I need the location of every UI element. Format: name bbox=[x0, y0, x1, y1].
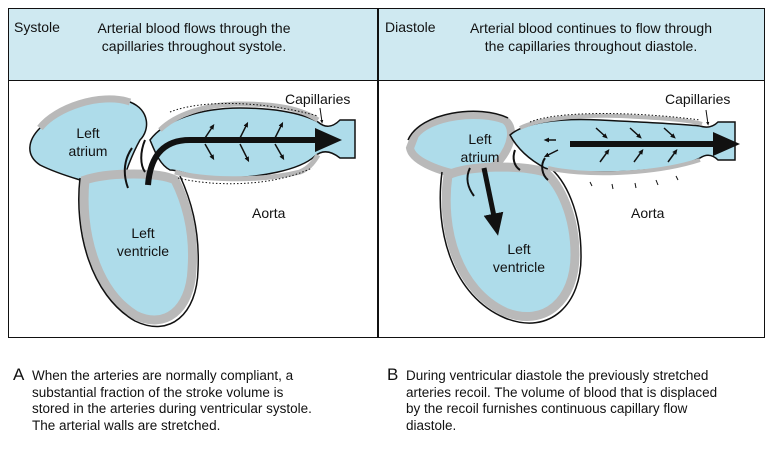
diastole-label-left-atrium: Left atrium bbox=[452, 130, 508, 166]
diastole-label-capillaries: Capillaries bbox=[665, 91, 731, 107]
caption-a: When the arteries are normally compliant… bbox=[32, 368, 362, 434]
systole-left-ventricle bbox=[79, 169, 198, 325]
diastole-title: Diastole bbox=[385, 19, 436, 35]
caption-b-letter: B bbox=[387, 365, 399, 384]
diastole-ventricle-line2: ventricle bbox=[492, 259, 546, 275]
systole-atrium-line1: Left bbox=[76, 125, 100, 141]
figure-frame bbox=[8, 8, 765, 338]
panel-divider bbox=[377, 8, 379, 338]
systole-desc-line2: capillaries throughout systole. bbox=[101, 38, 287, 54]
systole-label-aorta: Aorta bbox=[252, 205, 286, 221]
diastole-label-left-ventricle: Left ventricle bbox=[484, 240, 554, 276]
systole-diagram bbox=[29, 95, 356, 328]
caption-a-line: The arterial walls are stretched. bbox=[32, 417, 221, 433]
diastole-atrium-line1: Left bbox=[468, 131, 492, 147]
caption-b-line: During ventricular diastole the previous… bbox=[406, 368, 709, 383]
systole-ventricle-line2: ventricle bbox=[116, 243, 170, 259]
diastole-atrium-line2: atrium bbox=[460, 149, 500, 165]
diastole-desc-line2: the capillaries throughout diastole. bbox=[484, 38, 698, 54]
caption-b-line: arteries recoil. The volume of blood tha… bbox=[406, 384, 718, 400]
diastole-ventricle-line1: Left bbox=[507, 241, 531, 257]
diastole-diagram bbox=[405, 109, 740, 324]
diastole-left-atrium bbox=[405, 111, 515, 180]
caption-b-line: by the recoil furnishes continuous capil… bbox=[406, 401, 688, 416]
systole-description: Arterial blood flows through the capilla… bbox=[64, 19, 324, 55]
systole-atrium-line2: atrium bbox=[68, 143, 108, 159]
systole-label-left-atrium: Left atrium bbox=[60, 124, 116, 160]
caption-a-letter: A bbox=[13, 365, 25, 384]
caption-b-line: diastole. bbox=[406, 417, 457, 433]
diastole-header: Diastole Arterial blood continues to flo… bbox=[379, 9, 764, 81]
caption-a-line: stored in the arteries during ventricula… bbox=[32, 401, 312, 416]
systole-ventricle-line1: Left bbox=[131, 225, 155, 241]
diastole-left-ventricle bbox=[441, 162, 580, 321]
systole-label-capillaries: Capillaries bbox=[285, 91, 351, 107]
systole-title: Systole bbox=[14, 19, 60, 35]
diastole-description: Arterial blood continues to flow through… bbox=[441, 19, 741, 55]
diastole-desc-line1: Arterial blood continues to flow through bbox=[469, 20, 713, 36]
caption-a-line: When the arteries are normally compliant… bbox=[32, 368, 294, 383]
diastole-label-aorta: Aorta bbox=[631, 205, 665, 221]
caption-a-line: substantial fraction of the stroke volum… bbox=[32, 384, 284, 400]
caption-b: During ventricular diastole the previous… bbox=[406, 368, 768, 434]
systole-desc-line1: Arterial blood flows through the bbox=[97, 20, 291, 36]
systole-header: Systole Arterial blood flows through the… bbox=[9, 9, 377, 81]
systole-label-left-ventricle: Left ventricle bbox=[108, 224, 178, 260]
